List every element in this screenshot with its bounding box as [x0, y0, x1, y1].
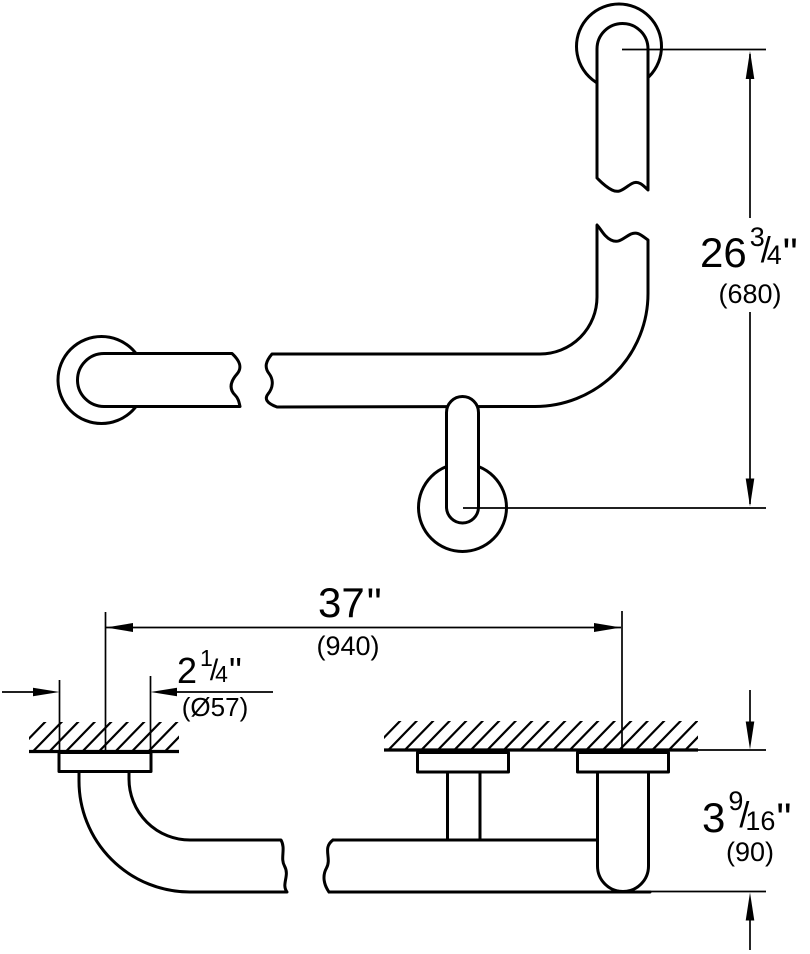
wall-hatch-right: [384, 721, 698, 751]
dim-height-metric: (680): [718, 279, 781, 309]
arrow-up-icon: [745, 51, 755, 79]
arrow-down-icon: [745, 721, 755, 750]
elevation-view: [29, 721, 766, 894]
dimension-length: 37" (940): [104, 579, 623, 751]
dim-offset-metric: (90): [726, 837, 774, 867]
bar-break-line: [322, 838, 335, 894]
dim-length-label: 37": [318, 579, 382, 626]
tube-elev-left: [77, 770, 289, 894]
arrow-left-icon: [150, 687, 177, 697]
arrow-down-icon: [745, 478, 755, 507]
tube-vertical-upper: [595, 22, 650, 193]
tube-elev-right: [596, 770, 650, 893]
arrow-left-icon: [106, 623, 133, 632]
arrow-right-icon: [33, 687, 60, 697]
plan-view: [56, 2, 663, 553]
arrow-right-icon: [594, 623, 621, 632]
tube-corner: [264, 223, 650, 409]
arrow-up-icon: [745, 892, 755, 921]
flange-elev-middle: [416, 751, 510, 774]
tube-horizontal-left: [76, 352, 242, 408]
support-post: [445, 395, 480, 525]
flange-elev-right: [576, 751, 670, 774]
dim-length-metric: (940): [316, 631, 379, 661]
wall-hatch-left: [29, 722, 179, 752]
dim-flange-metric: (Ø57): [182, 692, 248, 722]
flange-elev-left: [57, 751, 153, 773]
